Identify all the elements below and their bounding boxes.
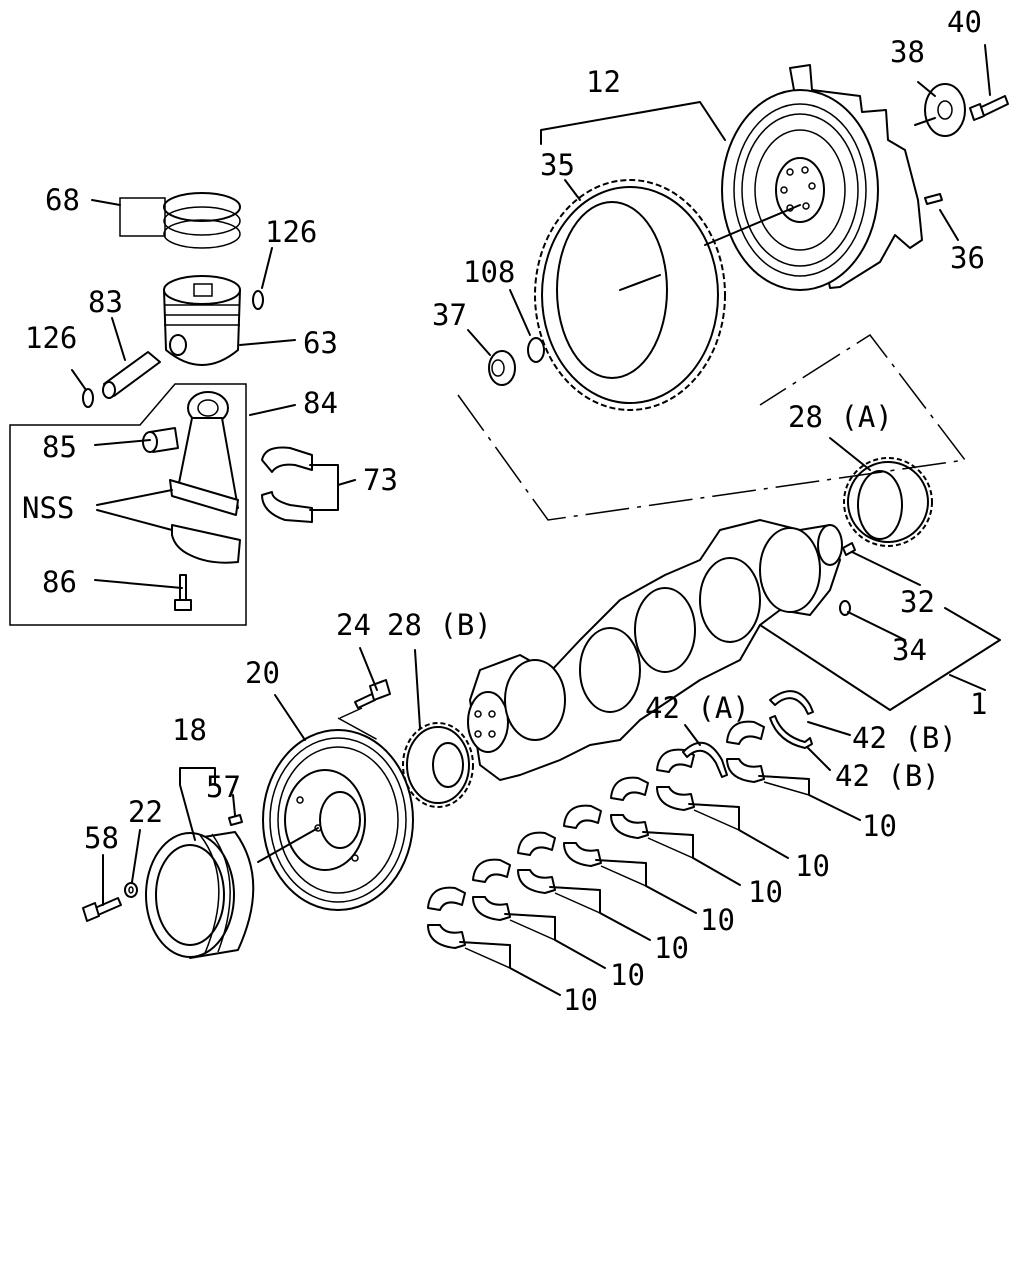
piston-rings (163, 192, 241, 249)
callout-58: 58 (84, 821, 119, 855)
callout-10-2: 10 (795, 849, 830, 883)
callout-20: 20 (245, 656, 280, 690)
callout-28a: 28 (A) (788, 400, 893, 434)
callout-34: 34 (892, 633, 927, 667)
callout-10-1: 10 (862, 809, 897, 843)
piston (163, 275, 241, 366)
callout-nss: NSS (22, 491, 74, 525)
callout-85: 85 (42, 430, 77, 464)
callout-57: 57 (206, 770, 241, 804)
callout-10-3: 10 (748, 875, 783, 909)
conrod-bearing-shells (261, 446, 313, 523)
callout-84: 84 (303, 386, 338, 420)
conrod-bushing (142, 427, 179, 453)
callout-38: 38 (890, 35, 925, 69)
callout-18: 18 (172, 713, 207, 747)
callout-108: 108 (463, 255, 515, 289)
callout-35: 35 (540, 148, 575, 182)
bolt-58 (82, 897, 122, 922)
callout-10-4: 10 (700, 903, 735, 937)
conrod-bolt (174, 574, 192, 611)
snap-ring-left (82, 388, 94, 408)
callout-1: 1 (970, 687, 987, 721)
callout-126-left: 126 (25, 321, 77, 355)
leader-lines (71, 44, 1001, 996)
callout-86: 86 (42, 565, 77, 599)
torsional-damper (145, 831, 255, 959)
snap-ring-right (252, 290, 264, 310)
callout-42b-lower: 42 (B) (835, 759, 940, 793)
callout-10-6: 10 (610, 958, 645, 992)
crank-gear-a (843, 457, 933, 547)
flywheel-plate (924, 83, 966, 137)
conrod-cap (171, 524, 241, 564)
callout-37: 37 (432, 298, 467, 332)
callout-36: 36 (950, 241, 985, 275)
callout-40: 40 (947, 5, 982, 39)
callout-68: 68 (45, 183, 80, 217)
washer-22 (124, 882, 138, 898)
pilot-bearing (488, 350, 516, 386)
ring-gear (534, 179, 726, 411)
grouping-line-flywheel (457, 333, 967, 521)
callout-22: 22 (128, 795, 163, 829)
piston-pin (102, 351, 161, 399)
pin-57 (228, 814, 243, 826)
callout-42b-upper: 42 (B) (852, 721, 957, 755)
snap-ring (527, 337, 545, 363)
grouping-line-pulley (337, 707, 379, 741)
crankshaft (467, 519, 843, 781)
callout-32: 32 (900, 585, 935, 619)
crank-pin-32 (842, 542, 856, 556)
crank-gear-b (402, 722, 474, 808)
callout-42a: 42 (A) (645, 691, 750, 725)
bolt-24 (354, 679, 391, 709)
flywheel-bolt (969, 95, 1009, 121)
callout-126-top: 126 (265, 215, 317, 249)
flywheel (721, 64, 923, 291)
crank-pulley (262, 729, 414, 911)
callout-63: 63 (303, 326, 338, 360)
callout-73: 73 (363, 463, 398, 497)
connecting-rod (169, 391, 239, 516)
conrod-kit-box (9, 383, 247, 626)
callout-10-7: 10 (563, 983, 598, 1017)
callout-10-5: 10 (654, 931, 689, 965)
callout-83: 83 (88, 285, 123, 319)
callout-28b: 28 (B) (387, 608, 492, 642)
dowel-pin (924, 193, 943, 205)
callout-labels: 40 38 12 35 36 108 37 68 126 83 126 63 8… (22, 5, 987, 1017)
callout-24: 24 (336, 608, 371, 642)
callout-12: 12 (586, 65, 621, 99)
